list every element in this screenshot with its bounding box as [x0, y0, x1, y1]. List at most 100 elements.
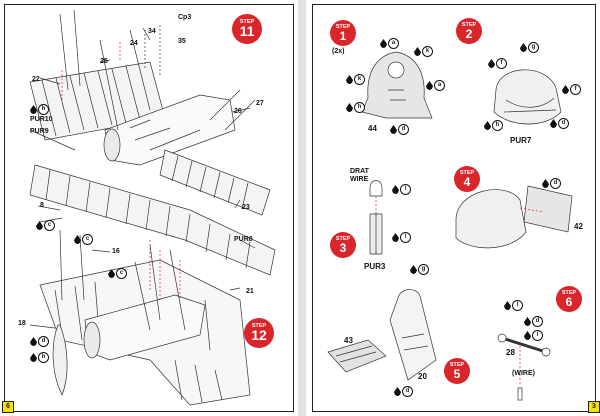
callout-part-35: 35 — [178, 38, 186, 45]
callout-pur10: PUR10 — [30, 116, 53, 123]
callout-part-25: 25 — [100, 58, 108, 65]
paint-drop-icon — [30, 353, 37, 362]
part-42 — [523, 185, 573, 233]
callout-part-20: 20 — [418, 372, 427, 381]
callout-part-34: 34 — [148, 28, 156, 35]
paint-marker: f — [562, 84, 581, 95]
aircraft-assembly-drawing — [29, 9, 276, 406]
propeller — [52, 324, 68, 396]
paint-drop-icon — [392, 233, 399, 242]
paint-drop-icon — [390, 125, 397, 134]
pur3-tube — [369, 212, 383, 255]
paint-drop-icon — [380, 39, 387, 48]
paint-marker: d — [524, 316, 543, 327]
callout-wire: WIRE — [350, 176, 369, 183]
paint-drop-icon — [36, 221, 43, 230]
part-20 — [389, 289, 437, 381]
paint-drop-icon — [520, 43, 527, 52]
callout-part-42: 42 — [574, 222, 583, 231]
upper-wing-12 — [29, 164, 276, 276]
paint-drop-icon — [414, 47, 421, 56]
wire-pin — [517, 387, 523, 401]
paint-drop-icon — [562, 85, 569, 94]
paint-drop-icon — [550, 119, 557, 128]
paint-drop-icon — [30, 337, 37, 346]
paint-drop-icon — [426, 81, 433, 90]
paint-marker: l — [504, 300, 523, 311]
paint-drop-icon — [504, 301, 511, 310]
paint-marker: h — [346, 102, 365, 113]
paint-drop-icon — [488, 59, 495, 68]
paint-marker: h — [484, 120, 503, 131]
paint-marker: d — [542, 178, 561, 189]
paint-marker: c — [74, 234, 93, 245]
step-badge-12: STEP 12 — [244, 318, 274, 348]
paint-marker: l — [392, 184, 411, 195]
callout-part-18: 18 — [18, 320, 26, 327]
wire-ring — [369, 180, 383, 197]
callout-part-44: 44 — [368, 124, 377, 133]
paint-drop-icon — [108, 269, 115, 278]
page-frame — [4, 4, 294, 412]
part-43 — [327, 339, 387, 373]
paint-marker: d — [390, 124, 409, 135]
paint-marker: c — [108, 268, 127, 279]
paint-drop-icon — [394, 387, 401, 396]
paint-marker: a — [426, 80, 445, 91]
paint-marker: k — [414, 46, 433, 57]
seat-assembly — [455, 189, 527, 249]
callout-part-26: 26 — [234, 108, 242, 115]
paint-drop-icon — [410, 265, 417, 274]
callout-part-22: 22 — [32, 76, 40, 83]
paint-drop-icon — [74, 235, 81, 244]
callout-part-24: 24 — [130, 40, 138, 47]
callout-pur8: PUR8 — [234, 236, 253, 243]
lower-wing-right-11 — [159, 149, 271, 216]
paint-drop-icon — [524, 331, 531, 340]
callout-part-23: 23 — [242, 204, 250, 211]
paint-marker: l — [524, 330, 543, 341]
fuselage-11 — [103, 94, 236, 166]
callout-drat: DRAT — [350, 168, 369, 175]
callout-wire-28: (WIRE) — [512, 370, 535, 377]
paint-drop-icon — [484, 121, 491, 130]
paint-marker: d — [30, 336, 49, 347]
paint-marker: a — [380, 38, 399, 49]
paint-drop-icon — [542, 179, 549, 188]
callout-part-16: 16 — [112, 248, 120, 255]
paint-marker: d — [550, 118, 569, 129]
page-number: 6 — [2, 401, 14, 413]
paint-marker: d — [394, 386, 413, 397]
paint-marker: g — [410, 264, 429, 275]
callout-part-21: 21 — [246, 288, 254, 295]
paint-drop-icon — [392, 185, 399, 194]
paint-marker: k — [346, 74, 365, 85]
callout-part-cp3: Cp3 — [178, 14, 192, 21]
paint-marker: h — [30, 104, 49, 115]
paint-marker: c — [36, 220, 55, 231]
paint-drop-icon — [30, 105, 37, 114]
page-frame — [312, 4, 596, 412]
quantity-label: (2x) — [332, 48, 345, 55]
callout-part-28: 28 — [506, 348, 515, 357]
paint-marker: l — [392, 232, 411, 243]
callout-pur9: PUR9 — [30, 128, 49, 135]
paint-drop-icon — [346, 103, 353, 112]
seat-pur7 — [493, 69, 562, 125]
paint-drop-icon — [346, 75, 353, 84]
page-gutter — [298, 0, 306, 416]
paint-drop-icon — [524, 317, 531, 326]
callout-pur7: PUR7 — [510, 136, 532, 145]
instruction-page-left: STEP 11 STEP 12 22 25 34 24 35 Cp3 26 27… — [0, 0, 298, 416]
page-number: 3 — [588, 401, 600, 413]
paint-marker: h — [30, 352, 49, 363]
paint-marker: g — [520, 42, 539, 53]
part-28 — [501, 336, 547, 354]
